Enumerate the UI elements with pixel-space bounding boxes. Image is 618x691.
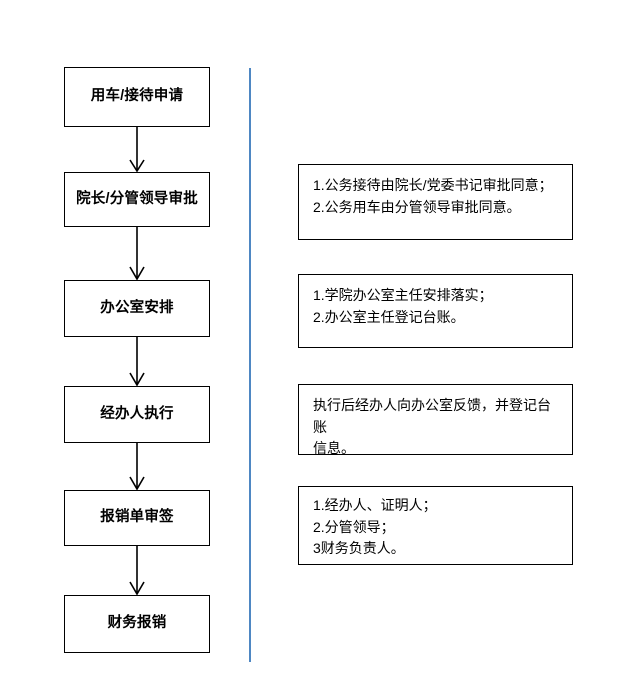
note-box-1[interactable]: 1.公务接待由院长/党委书记审批同意； 2.公务用车由分管领导审批同意。	[298, 164, 573, 240]
process-box-step-2[interactable]: 院长/分管领导审批	[64, 172, 210, 227]
note-2-line-1: 1.学院办公室主任安排落实；	[313, 287, 493, 303]
arrow-3-head	[129, 372, 145, 387]
process-label-step-5: 报销单审签	[100, 509, 174, 526]
note-2-line-2: 2.办公室主任登记台账。	[313, 308, 465, 325]
process-box-step-3[interactable]: 办公室安排	[64, 280, 210, 337]
note-3-line-1: 执行后经办人向办公室反馈，并登记台账	[313, 397, 551, 435]
note-3-line-2: 信息。	[313, 440, 355, 457]
note-box-2[interactable]: 1.学院办公室主任安排落实； 2.办公室主任登记台账。	[298, 274, 573, 348]
column-divider	[249, 68, 251, 662]
process-box-step-5[interactable]: 报销单审签	[64, 490, 210, 546]
process-label-step-2: 院长/分管领导审批	[76, 190, 198, 207]
process-box-step-6[interactable]: 财务报销	[64, 595, 210, 653]
arrow-5-head	[129, 581, 145, 596]
process-label-step-3: 办公室安排	[100, 299, 174, 316]
note-4-line-3: 3财务负责人。	[313, 540, 405, 557]
process-box-step-1[interactable]: 用车/接待申请	[64, 67, 210, 127]
arrow-2-head	[129, 266, 145, 281]
note-1-line-2: 2.公务用车由分管领导审批同意。	[313, 198, 521, 215]
process-label-step-6: 财务报销	[107, 615, 167, 632]
note-box-4[interactable]: 1.经办人、证明人； 2.分管领导； 3财务负责人。	[298, 486, 573, 565]
note-box-3[interactable]: 执行后经办人向办公室反馈，并登记台账 信息。	[298, 384, 573, 456]
note-1-line-1: 1.公务接待由院长/党委书记审批同意；	[313, 177, 553, 193]
process-box-step-4[interactable]: 经办人执行	[64, 386, 210, 443]
process-label-step-1: 用车/接待申请	[90, 88, 184, 105]
arrow-4-head	[129, 476, 145, 491]
note-4-line-1: 1.经办人、证明人；	[313, 497, 437, 513]
process-label-step-4: 经办人执行	[100, 405, 174, 422]
arrow-1-head	[129, 159, 145, 173]
note-4-line-2: 2.分管领导；	[313, 518, 395, 535]
